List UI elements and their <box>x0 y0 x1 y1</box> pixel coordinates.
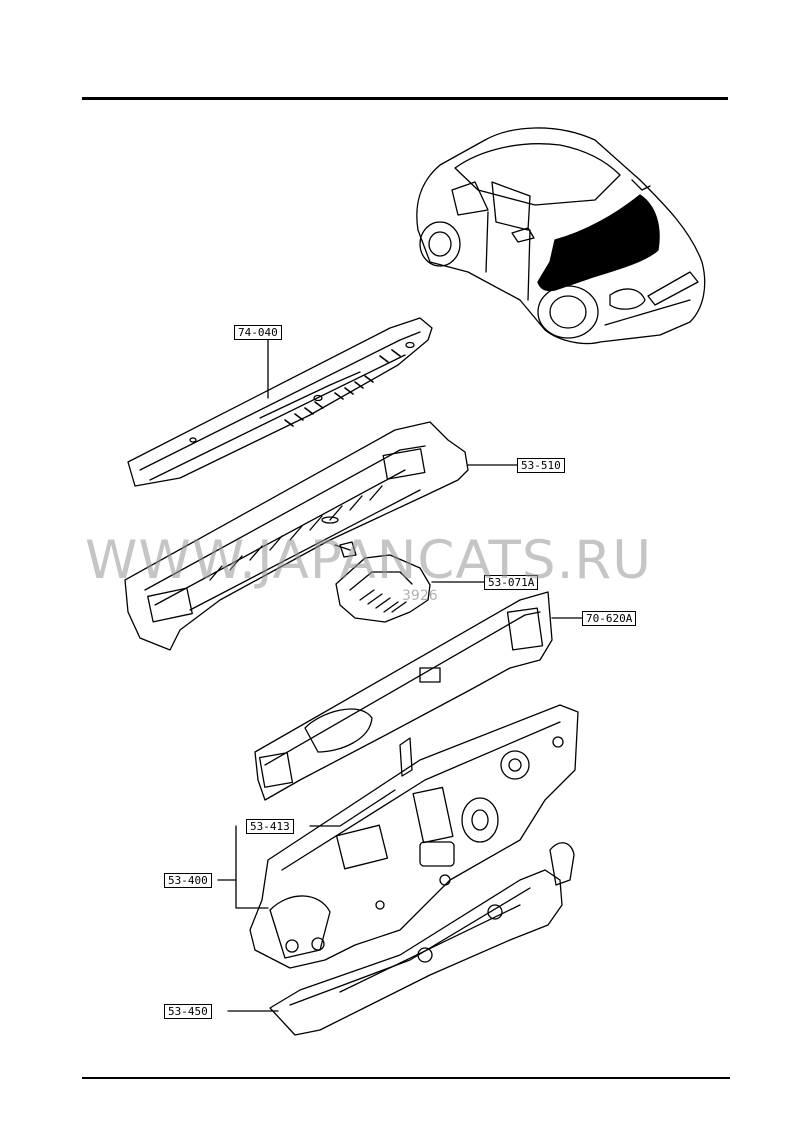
callout-dash-panel[interactable]: 53-400 <box>164 873 212 888</box>
cowl-bracket-part <box>336 542 484 622</box>
callout-cowl-grille[interactable]: 74-040 <box>234 325 282 340</box>
cowl-highlight-icon <box>538 195 659 291</box>
reference-number: 3926 <box>402 588 438 604</box>
cowl-panel-part <box>125 422 517 650</box>
top-rule <box>82 97 728 100</box>
callout-dash-lower[interactable]: 53-450 <box>164 1004 212 1019</box>
callout-cowl-panel[interactable]: 53-510 <box>517 458 565 473</box>
cowl-grille-part <box>128 318 432 486</box>
dash-panel-part <box>250 705 578 968</box>
callout-dash-member[interactable]: 70-620A <box>582 611 637 626</box>
dash-lower-part <box>270 843 574 1035</box>
leader-lines <box>218 790 395 1011</box>
bottom-rule <box>82 1077 730 1079</box>
dash-member-part <box>255 592 582 800</box>
callout-dash-upper[interactable]: 53-413 <box>246 819 294 834</box>
callout-cowl-bracket[interactable]: 53-071A <box>484 575 539 590</box>
car-icon <box>417 128 705 344</box>
